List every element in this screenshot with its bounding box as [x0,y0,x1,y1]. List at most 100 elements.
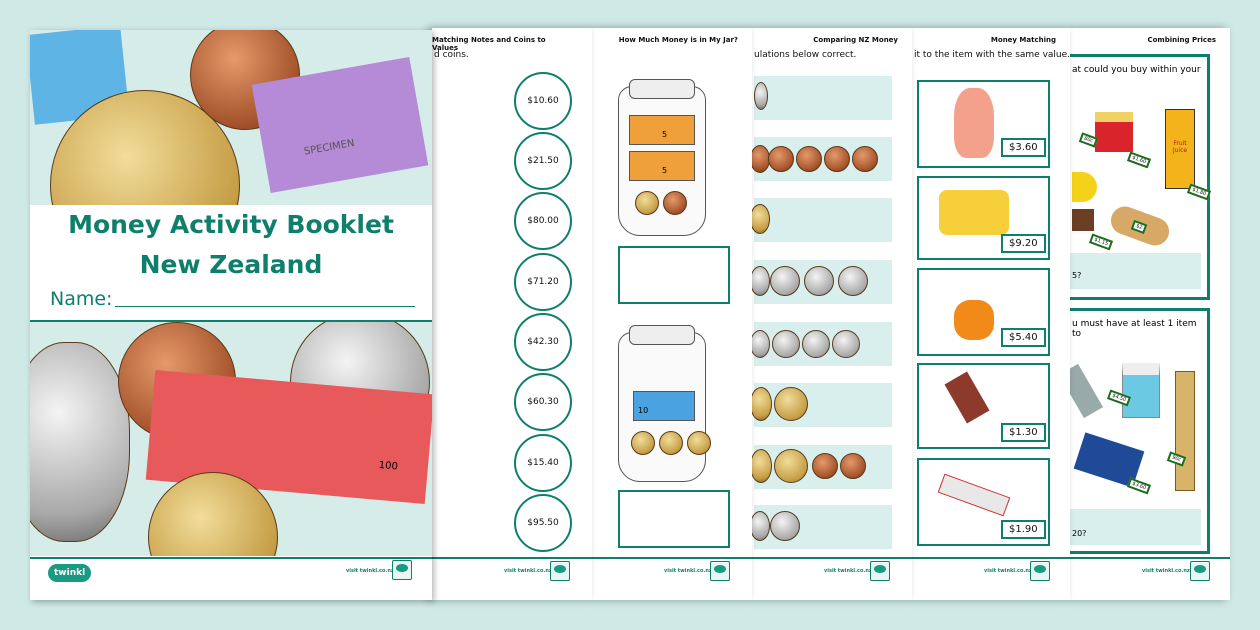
instruction-text: it to the item with the same value. [914,50,1070,60]
page-header: Money Matching [990,36,1056,44]
booklet-cover: SPECIMEN Money Activity Booklet New Zeal… [30,30,432,600]
page-combining-prices: Combining Prices at could you buy within… [1070,28,1230,600]
footer-line [30,557,432,559]
banknote-icon: 10 [633,391,695,421]
item-box-cheese: $9.20 [917,176,1050,260]
value-circle[interactable]: $60.30 [514,373,572,431]
question-box-1: at could you buy within your Fruit Juice… [1070,54,1212,300]
name-field[interactable] [115,306,415,307]
banknote-icon: 5 [629,151,695,181]
coin-icon [804,266,834,296]
cheese-icon [939,190,1009,235]
coin-icon [802,330,830,358]
twinkl-badge-icon [1190,561,1210,581]
comparison-row [752,383,892,427]
cover-bottom-illustration: 100 [30,322,432,556]
page-money-in-jar: How Much Money is in My Jar? 5 5 10 visi… [592,28,752,600]
comparison-row [752,198,892,242]
question-box-2: u must have at least 1 item to $4.50 90c… [1070,308,1210,554]
price-tag: $9.20 [1001,234,1046,253]
crayons-icon [1122,363,1160,418]
page-matching-notes-coins: Matching Notes and Coins to Values d coi… [432,28,592,600]
item-box-bag: $3.60 [917,80,1050,168]
price-tag: $1.60 [1126,151,1152,169]
footer-line [592,557,752,559]
footer-link[interactable]: visit twinkl.co.nz [1142,568,1190,574]
instruction-text: d coins. [434,50,469,60]
price-tag: $1.15 [1088,233,1114,251]
coin-icon [824,146,850,172]
page-header: Matching Notes and Coins to Values [432,36,546,52]
coin-icon [659,431,683,455]
ruler-icon [1175,371,1195,491]
coin-icon [772,330,800,358]
coin-icon [770,511,800,541]
value-circle[interactable]: $80.00 [514,192,572,250]
coin-icon [631,431,655,455]
banknote-icon: 5 [629,115,695,145]
footer-link[interactable]: visit twinkl.co.nz [984,568,1032,574]
coin-icon [752,387,772,421]
footer-line [912,557,1070,559]
twinkl-badge-icon [1030,561,1050,581]
coin-icon [752,204,770,234]
value-circle[interactable]: $42.30 [514,313,572,371]
twinkl-logo: twinkl [48,564,92,582]
comparison-row [752,505,892,549]
footer-line [432,557,592,559]
value-circle[interactable]: $15.40 [514,434,572,492]
coin-icon [30,342,130,542]
footer-link[interactable]: visit twinkl.co.nz [504,568,552,574]
bag-of-produce-icon [954,88,994,158]
value-circle[interactable]: $95.50 [514,494,572,552]
ice-block-icon [944,371,990,424]
answer-area[interactable]: 5? [1070,253,1201,289]
price-tag: $1.80 [1186,183,1212,201]
question-1-text: at could you buy within your [1072,65,1201,75]
cover-subtitle: New Zealand [139,250,323,279]
comparison-row [752,322,892,366]
page-money-matching: Money Matching it to the item with the s… [912,28,1070,600]
item-box-oranges: $5.40 [917,268,1050,356]
footer-link[interactable]: visit twinkl.co.nz [346,568,394,574]
item-box-ice-block: $1.30 [917,363,1050,449]
price-tag: $3.60 [1126,477,1152,495]
footer-link[interactable]: visit twinkl.co.nz [824,568,872,574]
cover-top-illustration: SPECIMEN [30,30,432,205]
coin-icon [832,330,860,358]
coin-icon [687,431,711,455]
coin-icon [840,453,866,479]
page-header: Comparing NZ Money [813,36,898,44]
coin-icon [768,146,794,172]
coin-icon [774,387,808,421]
footer-link[interactable]: visit twinkl.co.nz [664,568,712,574]
value-circle[interactable]: $21.50 [514,132,572,190]
cover-title: Money Activity Booklet [68,210,394,239]
twinkl-badge-icon [870,561,890,581]
value-circle[interactable]: $10.60 [514,72,572,130]
comparison-row [754,76,892,120]
footer-line [752,557,912,559]
juice-carton-icon: Fruit Juice [1165,109,1195,189]
coin-icon [752,449,772,483]
jar-1: 5 5 [618,79,706,236]
price-tag: $1.30 [1001,423,1046,442]
answer-box[interactable] [618,490,730,548]
coin-icon [774,449,808,483]
name-label: Name: [50,288,113,310]
coin-icon [752,511,770,541]
answer-box[interactable] [618,246,730,304]
page-header: Combining Prices [1147,36,1216,44]
oranges-icon [954,300,994,340]
value-circle[interactable]: $71.20 [514,253,572,311]
item-box-toothpaste: $1.90 [917,458,1050,546]
coin-icon [770,266,800,296]
twinkl-badge-icon [710,561,730,581]
fries-icon [1095,112,1133,152]
twinkl-badge-icon [550,561,570,581]
coin-icon [635,191,659,215]
coin-icon [663,191,687,215]
price-tag: $5.40 [1001,328,1046,347]
coin-icon [752,330,770,358]
answer-area[interactable]: 20? [1070,509,1201,545]
